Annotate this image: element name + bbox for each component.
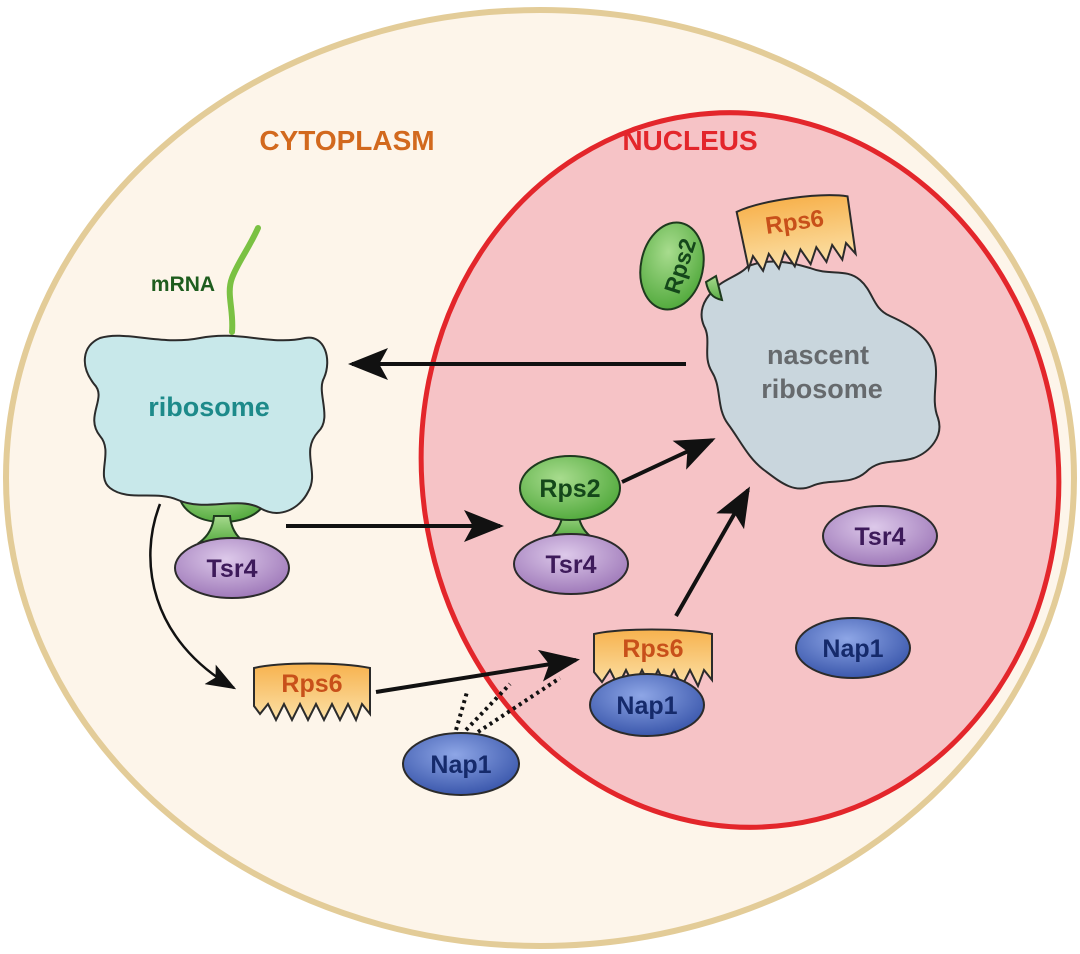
rps6-cytoplasm: Rps6 xyxy=(253,662,371,723)
rps6-nap1-complex: Rps6 Nap1 xyxy=(589,628,713,737)
rps6-nascent: Rps6 xyxy=(735,194,858,274)
arrow-rps2-to-nascent xyxy=(621,438,716,484)
mrna-label: mRNA xyxy=(151,273,215,296)
nap1-complex-label: Nap1 xyxy=(616,692,677,720)
tsr4-complex xyxy=(513,533,629,595)
rps6-cytoplasm-label: Rps6 xyxy=(281,670,342,698)
rps2-complex xyxy=(519,455,621,521)
rps2-nascent: Rps2 xyxy=(639,221,724,311)
arrow-ribosome-to-rps6 xyxy=(149,503,237,690)
nap1-nucleus-free-label: Nap1 xyxy=(822,635,883,663)
nap1-nucleus-free xyxy=(795,617,911,679)
nap1-dotted-link-3 xyxy=(476,676,562,734)
rps6-complex-label: Rps6 xyxy=(622,635,683,663)
rps2-complex-label: Rps2 xyxy=(539,475,600,503)
ribosome-shape xyxy=(84,334,329,514)
nucleus-label: NUCLEUS xyxy=(622,125,757,156)
tsr4-cytoplasm-label: Tsr4 xyxy=(207,555,258,583)
nap1-cytoplasm-label: Nap1 xyxy=(430,751,491,779)
tsr4-complex-label: Tsr4 xyxy=(546,551,597,579)
tsr4-nucleus-free-label: Tsr4 xyxy=(855,523,906,551)
tsr4-cytoplasm xyxy=(174,537,290,599)
arrow-rps6-nap1-to-nascent xyxy=(674,486,750,617)
tsr4-nucleus-free xyxy=(822,505,938,567)
ribosome-label: ribosome xyxy=(148,392,270,422)
cytoplasm-label: CYTOPLASM xyxy=(259,125,434,156)
nascent-ribosome-label-line2: ribosome xyxy=(761,374,883,404)
nap1-complex xyxy=(589,673,705,737)
mrna-strand xyxy=(226,225,261,335)
nap1-cytoplasm xyxy=(402,732,520,796)
nascent-ribosome-label-line1: nascent xyxy=(767,340,869,370)
arrow-rps6-to-nucleus xyxy=(375,649,580,694)
nascent-ribosome-shape xyxy=(700,260,941,490)
